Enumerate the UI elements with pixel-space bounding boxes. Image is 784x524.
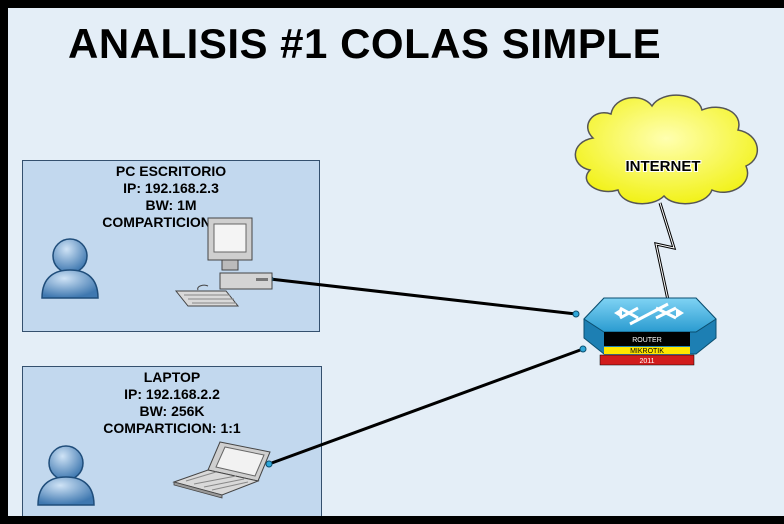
- diagram-title: ANALISIS #1 COLAS SIMPLE: [68, 20, 662, 67]
- laptop-comparticion: COMPARTICION: 1:1: [103, 420, 241, 436]
- user-icon: [41, 238, 99, 299]
- router-year: 2011: [639, 358, 654, 365]
- laptop-icon: [172, 441, 271, 499]
- diagram-canvas: ANALISIS #1 COLAS SIMPLE PC ESCRITORIO I…: [8, 8, 784, 516]
- pc-name: PC ESCRITORIO: [115, 163, 227, 179]
- router-brand: MIKROTIK: [630, 348, 664, 355]
- router-label: ROUTER: [632, 337, 662, 344]
- laptop-router-link: [268, 347, 584, 466]
- pc-router-link: [269, 277, 577, 316]
- pc-bw: BW: 1M: [145, 197, 197, 213]
- pc-ip: IP: 192.168.2.3: [123, 180, 219, 196]
- router-icon: ROUTER MIKROTIK 2011: [583, 297, 717, 366]
- cloud-label: INTERNET: [626, 158, 701, 175]
- pc-info-text: PC ESCRITORIO IP: 192.168.2.3 BW: 1M COM…: [23, 163, 319, 231]
- user-icon: [37, 445, 95, 506]
- cloud-icon: INTERNET: [574, 94, 759, 205]
- laptop-ip: IP: 192.168.2.2: [124, 386, 220, 402]
- desktop-computer-icon: [174, 217, 273, 307]
- laptop-name: LAPTOP: [143, 369, 201, 385]
- laptop-bw: BW: 256K: [139, 403, 205, 419]
- pc-info-box: PC ESCRITORIO IP: 192.168.2.3 BW: 1M COM…: [22, 160, 320, 332]
- network-drawing: INTERNET ROUTER MIKROTIK 2011: [37, 94, 759, 506]
- laptop-info-text: LAPTOP IP: 192.168.2.2 BW: 256K COMPARTI…: [23, 369, 321, 437]
- pc-comparticion: COMPARTICION: 1:1: [102, 214, 240, 230]
